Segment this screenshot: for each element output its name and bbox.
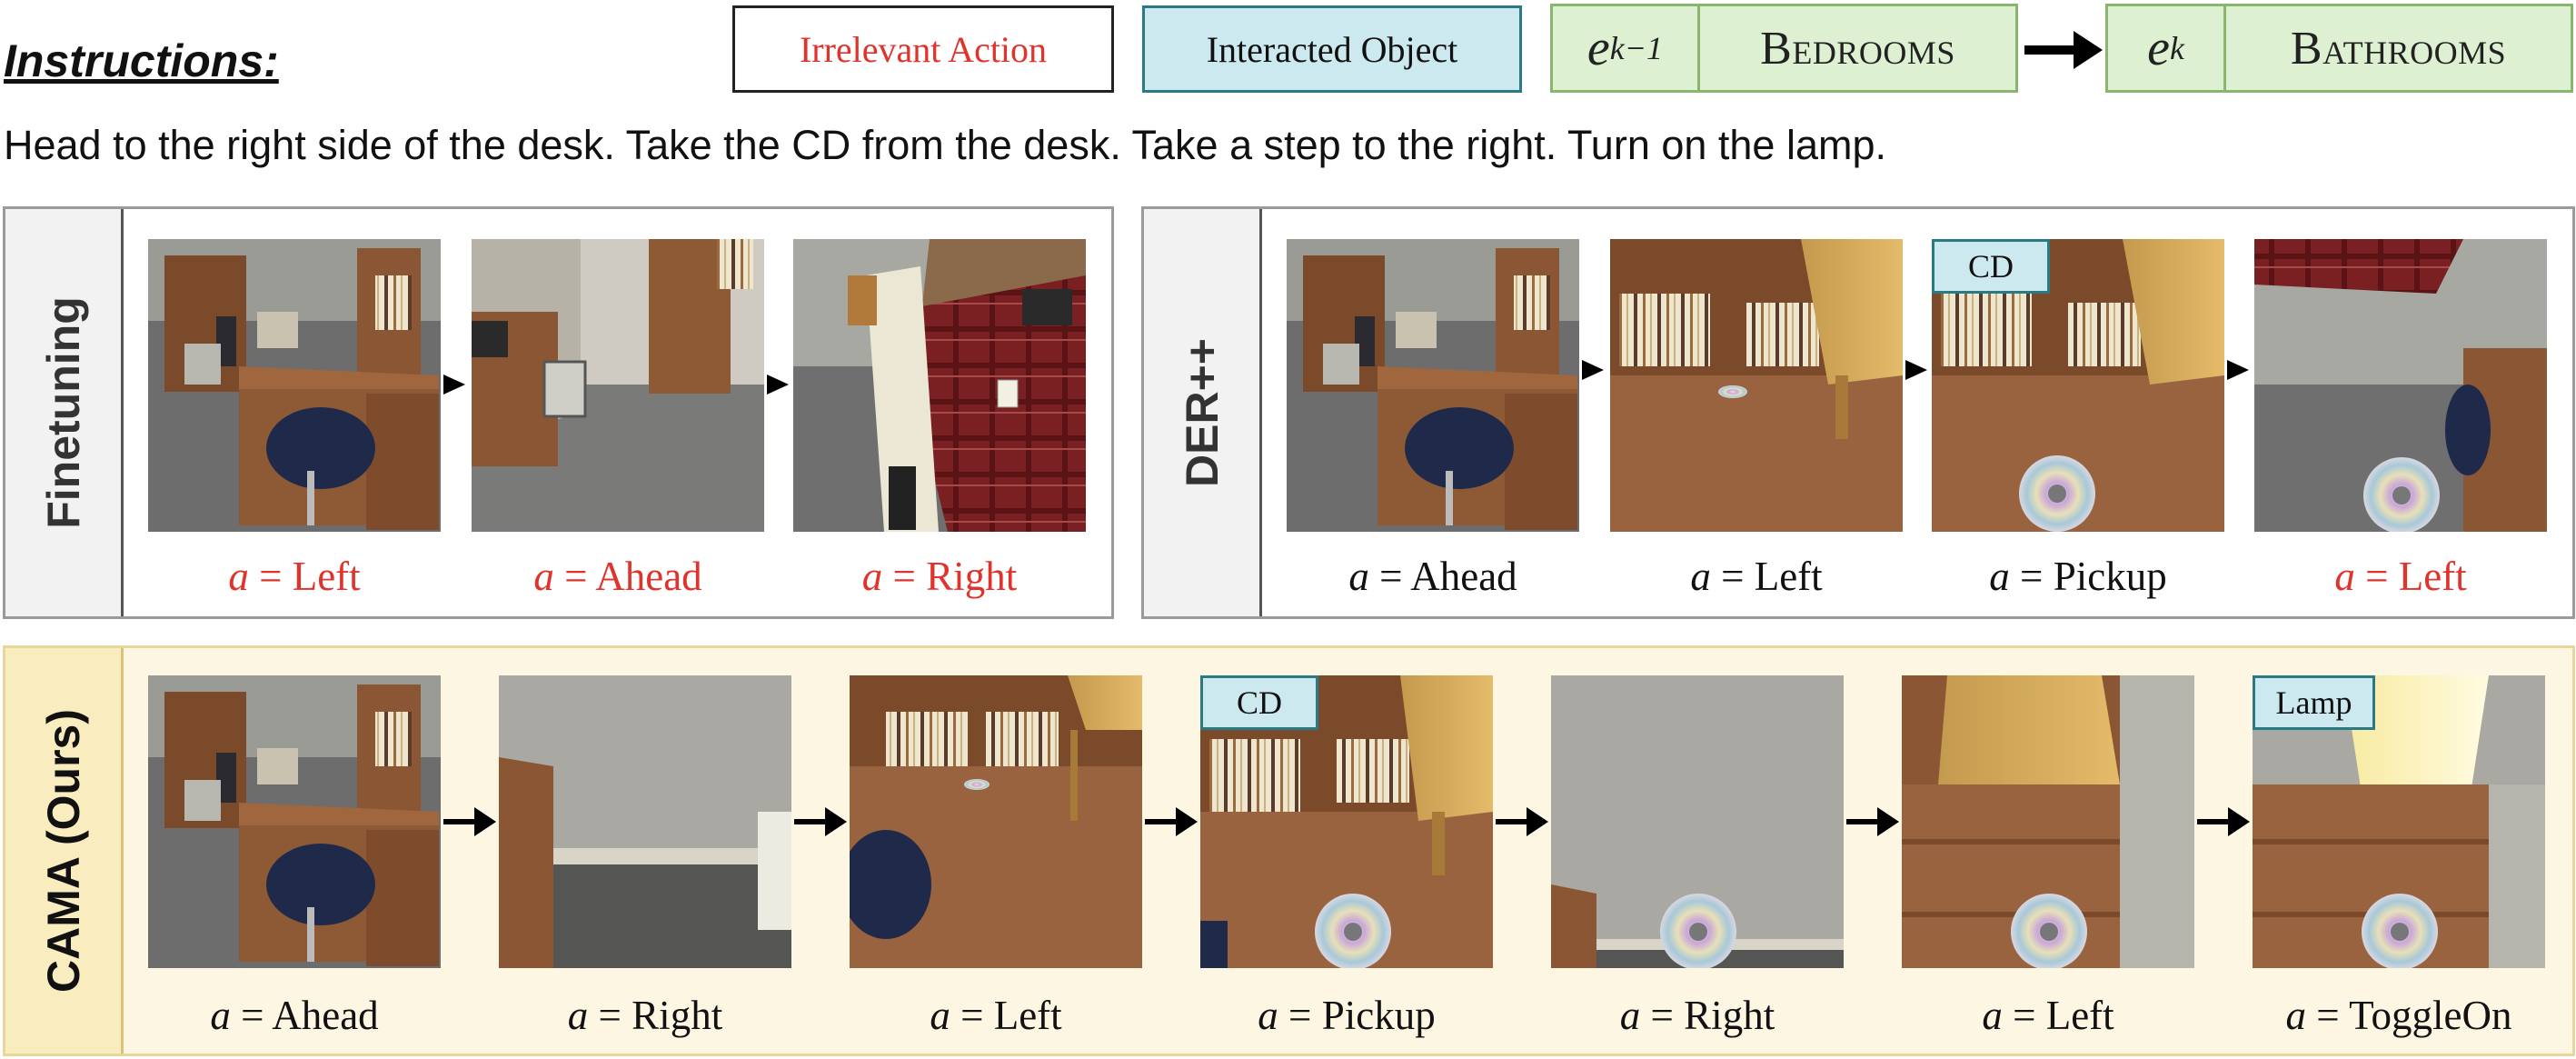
object-tag-der-cd: CD (1932, 239, 2050, 294)
action-label-der-2: a = Left (1690, 554, 1823, 599)
arrow-der-3 (2227, 360, 2249, 380)
arrow-finetune-1 (443, 375, 465, 395)
action-label-cama-2: a = Right (567, 993, 723, 1038)
action-label-der-1: a = Ahead (1348, 554, 1517, 599)
arrow-cama-3 (1145, 807, 1198, 836)
legend-interacted-label: Interacted Object (1206, 28, 1458, 70)
action-label-finetune-1: a = Left (228, 554, 361, 599)
frame-cama-pickup-cd (1200, 675, 1493, 968)
action-label-cama-4: a = Pickup (1258, 993, 1436, 1038)
object-tag-der-cd-text: CD (1967, 248, 2014, 285)
frame-der-turned-away (2254, 239, 2547, 532)
action-label-cama-6: a = Left (1982, 993, 2114, 1038)
object-tag-cama-lamp: Lamp (2253, 675, 2375, 730)
action-label-cama-1: a = Ahead (210, 993, 379, 1038)
frame-cama-turned-right (499, 675, 791, 968)
frame-der-pickup-cd (1932, 239, 2224, 532)
legend-interacted-object: Interacted Object (1142, 5, 1522, 93)
arrow-der-1 (1582, 360, 1604, 380)
arrow-finetune-2 (767, 375, 789, 395)
frame-cama-desk-closeup (850, 675, 1142, 968)
panel-der: DER++ (1141, 206, 2575, 619)
panel-finetuning-title: Finetuning (37, 296, 89, 529)
panel-cama-tab: CAMA (Ours) (5, 648, 124, 1054)
action-label-cama-7: a = ToggleOn (2285, 993, 2512, 1038)
object-tag-cama-cd-text: CD (1236, 684, 1282, 721)
arrow-cama-2 (794, 807, 847, 836)
legend-irrelevant-action: Irrelevant Action (732, 5, 1114, 93)
env-prev-name: Bedrooms (1760, 22, 1955, 75)
arrow-der-2 (1905, 360, 1927, 380)
env-next-name: Bathrooms (2290, 22, 2507, 75)
arrow-cama-5 (1846, 807, 1899, 836)
env-transition-arrow (2024, 31, 2103, 69)
instruction-text: Head to the right side of the desk. Take… (4, 122, 1886, 168)
panel-finetuning: Finetuning (3, 206, 1114, 619)
frame-der-desk-closeup (1610, 239, 1903, 532)
panel-cama-title: CAMA (Ours) (37, 708, 89, 994)
frame-cama-step-right (1551, 675, 1844, 968)
env-next-subscript: k (2169, 30, 2184, 66)
frame-cama-turned-left (1902, 675, 2194, 968)
action-label-cama-5: a = Right (1619, 993, 1775, 1038)
env-next-letter: e (2147, 20, 2170, 76)
arrow-cama-1 (443, 807, 496, 836)
panel-der-title: DER++ (1176, 338, 1228, 487)
panel-cama: CAMA (Ours) (3, 645, 2575, 1056)
action-label-der-3: a = Pickup (1989, 554, 2167, 599)
action-label-finetune-3: a = Right (861, 554, 1018, 599)
frame-cama-desk-overview (148, 675, 441, 968)
action-label-der-4: a = Left (2334, 554, 2467, 599)
instructions-heading: Instructions: (4, 35, 279, 86)
env-prev-letter: e (1586, 20, 1610, 76)
legend-irrelevant-label: Irrelevant Action (799, 28, 1048, 70)
panel-der-tab: DER++ (1144, 209, 1262, 616)
action-label-cama-3: a = Left (930, 993, 1062, 1038)
env-prev-subscript: k−1 (1609, 30, 1664, 66)
object-tag-cama-cd: CD (1200, 675, 1318, 730)
frame-der-desk-overview (1287, 239, 1579, 532)
panel-finetuning-tab: Finetuning (5, 209, 124, 616)
frame-bed-view (793, 239, 1086, 532)
frame-desk-overview (148, 239, 441, 532)
object-tag-cama-lamp-text: Lamp (2275, 684, 2352, 721)
action-label-finetune-2: a = Ahead (533, 554, 702, 599)
frame-turned-left (472, 239, 764, 532)
arrow-cama-4 (1496, 807, 1548, 836)
arrow-cama-6 (2197, 807, 2250, 836)
